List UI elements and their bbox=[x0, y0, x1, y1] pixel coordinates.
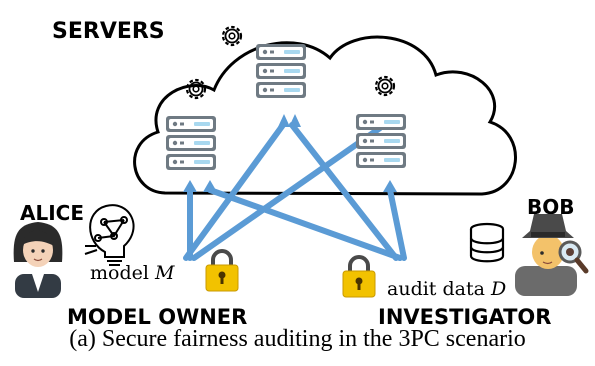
arrow-bob-to-server-left bbox=[207, 187, 403, 261]
audit-data-label: audit data D bbox=[387, 278, 506, 300]
investigator-label: INVESTIGATOR bbox=[378, 305, 551, 329]
model-owner-label: MODEL OWNER bbox=[67, 305, 247, 329]
woman-person-icon bbox=[13, 222, 63, 298]
alice-label: ALICE bbox=[20, 201, 84, 225]
server-icon-left bbox=[166, 116, 216, 170]
arrow-bob-to-server-right bbox=[387, 187, 407, 261]
arrow-alice-to-server-right bbox=[191, 125, 383, 261]
arrow-bob-to-server-mid bbox=[289, 122, 399, 261]
server-icon-right bbox=[356, 114, 406, 168]
server-icon-middle bbox=[256, 44, 306, 98]
servers-label: SERVERS bbox=[52, 19, 165, 44]
cloud-icon bbox=[133, 35, 517, 196]
model-label: model M bbox=[90, 262, 175, 284]
figure-caption: (a) Secure fairness auditing in the 3PC … bbox=[69, 326, 526, 352]
database-icon bbox=[469, 222, 505, 263]
arrow-group bbox=[183, 122, 407, 261]
lightbulb-network-icon bbox=[84, 204, 135, 266]
padlock-icon-right bbox=[341, 255, 377, 299]
gear-icon-middle bbox=[221, 25, 243, 47]
padlock-icon-left bbox=[204, 249, 240, 293]
arrow-alice-to-server-mid bbox=[183, 122, 286, 261]
detective-icon bbox=[515, 214, 589, 296]
